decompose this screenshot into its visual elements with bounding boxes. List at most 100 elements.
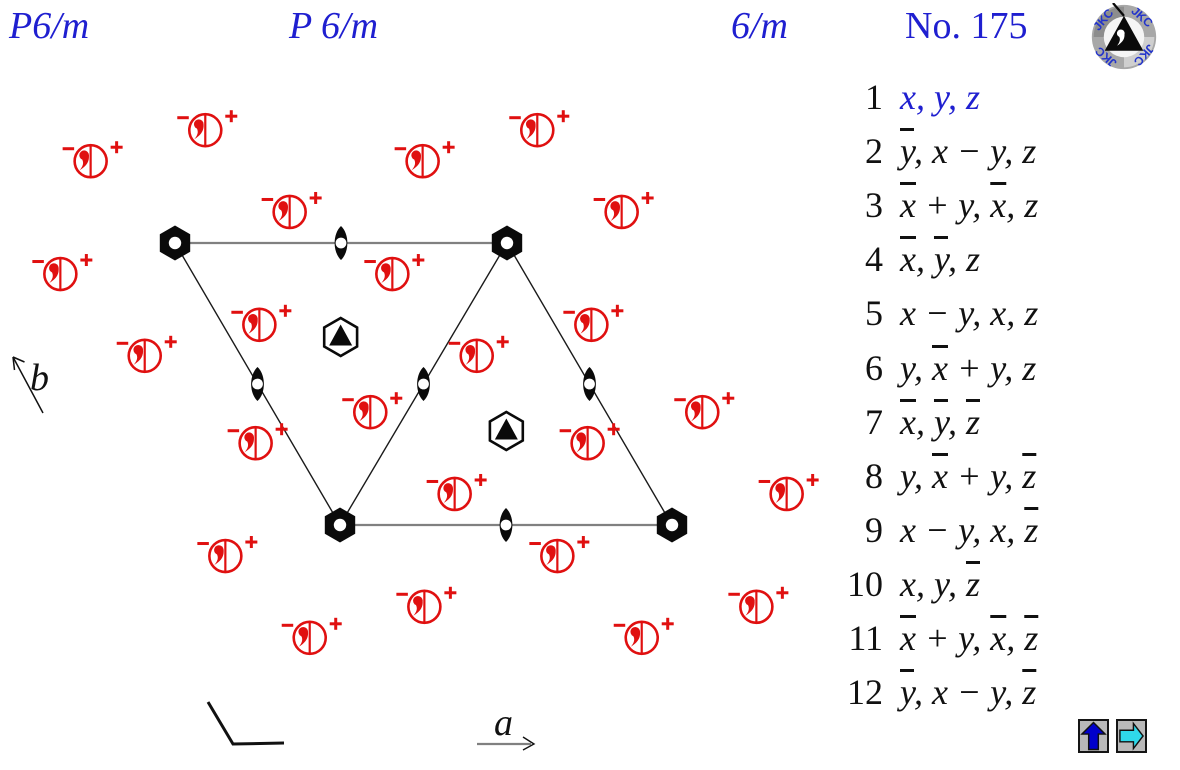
comma-glyph xyxy=(49,263,59,284)
atom-circle xyxy=(292,620,328,656)
atom-circle xyxy=(405,143,440,179)
atom-circle xyxy=(540,538,575,574)
comma-glyph xyxy=(610,201,620,221)
plus-height-sign xyxy=(607,423,620,436)
position-coordinates: x, y, z xyxy=(900,563,980,604)
general-position-atom xyxy=(728,586,789,625)
sixfold-axis-symbol xyxy=(324,507,356,543)
position-coordinates: x + y, x, z xyxy=(900,185,1039,226)
plus-height-sign xyxy=(245,536,258,549)
position-number: 4 xyxy=(865,239,883,280)
comma-glyph xyxy=(214,545,224,566)
comma-glyph xyxy=(278,201,288,221)
jkc-logo[interactable]: JKC JKC JKC JKC xyxy=(1090,2,1158,71)
comma-glyph xyxy=(546,545,556,566)
plus-height-sign xyxy=(309,191,322,204)
position-coordinates: x − y, x, z xyxy=(900,293,1039,334)
general-position-atom xyxy=(758,473,819,512)
comma-glyph xyxy=(411,150,421,171)
nav-next-button[interactable] xyxy=(1116,719,1147,753)
general-position-atom xyxy=(394,141,455,179)
position-number: 9 xyxy=(865,509,883,550)
general-position-atom xyxy=(342,392,403,430)
atom-circle xyxy=(352,394,388,430)
a-axis-label: a xyxy=(494,702,513,744)
atom-circle xyxy=(238,425,273,461)
general-position-atom xyxy=(529,536,590,574)
plus-height-sign xyxy=(806,473,819,486)
sixfold-axis-symbol xyxy=(656,507,688,543)
atom-circle xyxy=(459,338,495,374)
position-row-9: 9 x − y, x, z xyxy=(833,506,1178,556)
position-coordinates: x + y, x, z xyxy=(900,618,1039,658)
comma-glyph xyxy=(630,627,641,647)
logo-triangle-line xyxy=(1112,2,1125,17)
nav-up-button[interactable] xyxy=(1078,719,1109,753)
comma-glyph xyxy=(358,401,369,422)
atom-circle xyxy=(43,256,78,292)
general-position-atom xyxy=(426,473,487,512)
position-number: 6 xyxy=(865,347,883,388)
position-coordinates: x − y, x, z xyxy=(900,509,1039,550)
position-row-1: 1 x, y, z xyxy=(833,73,1178,123)
position-coordinates: y, x − y, z xyxy=(900,131,1037,172)
position-coordinates: y, x + y, z xyxy=(900,455,1037,496)
general-position-atom xyxy=(448,335,509,374)
atom-circle xyxy=(570,425,605,461)
logo-comma xyxy=(1116,29,1125,46)
position-number: 12 xyxy=(847,672,883,713)
sixfold-axis-symbol xyxy=(159,225,191,261)
position-coordinates: x, y, z xyxy=(900,239,980,280)
position-number: 2 xyxy=(865,131,883,172)
plus-height-sign xyxy=(164,335,177,348)
space-group-symbol-short: P6/m xyxy=(9,5,90,47)
comma-glyph xyxy=(133,345,144,365)
general-position-atom xyxy=(509,110,570,148)
position-coordinates: x, y, z xyxy=(900,77,980,117)
atom-circle xyxy=(574,307,609,343)
general-position-atom xyxy=(177,110,238,148)
atom-circle xyxy=(187,112,223,148)
sixbar-axis-symbol xyxy=(322,316,359,358)
atom-circle xyxy=(519,112,555,148)
plus-height-sign xyxy=(557,110,570,123)
jkc-logo-graphic: JKC JKC JKC JKC xyxy=(1090,2,1157,70)
general-position-atom xyxy=(116,335,177,374)
position-row-11: 11 x + y, x, z xyxy=(833,614,1178,664)
general-position-atom xyxy=(396,586,457,625)
comma-glyph xyxy=(580,313,590,334)
general-position-atom xyxy=(674,392,735,430)
position-number: 8 xyxy=(865,455,883,496)
comma-glyph xyxy=(244,432,254,453)
atom-circle xyxy=(208,538,243,574)
position-number: 11 xyxy=(848,618,883,658)
a-axis-arrow xyxy=(477,736,536,751)
plus-height-sign xyxy=(661,617,674,630)
position-number: 1 xyxy=(865,77,883,117)
atom-circle xyxy=(437,476,472,512)
atom-circle xyxy=(127,338,163,374)
logo-ring-shade xyxy=(1093,6,1124,38)
space-group-symbol-full: P 6/m xyxy=(289,5,379,47)
comma-glyph xyxy=(576,432,586,453)
atom-circle xyxy=(272,194,307,230)
comma-glyph xyxy=(443,483,453,503)
plus-height-sign xyxy=(444,586,457,599)
cell-angle-symbol xyxy=(206,701,285,746)
sixfold-axis-symbol xyxy=(491,225,523,261)
comma-glyph xyxy=(525,119,536,140)
plus-height-sign xyxy=(577,536,590,549)
comma-glyph xyxy=(298,627,309,647)
twofold-axis-symbol xyxy=(334,226,348,260)
general-position-atom xyxy=(364,254,425,292)
twofold-axis-symbol xyxy=(499,508,513,542)
right-arrow-icon xyxy=(1119,721,1144,751)
general-position-atom xyxy=(593,191,654,230)
atom-circle xyxy=(242,307,277,343)
position-row-4: 4 x, y, z xyxy=(833,235,1178,285)
position-number: 3 xyxy=(865,185,883,226)
